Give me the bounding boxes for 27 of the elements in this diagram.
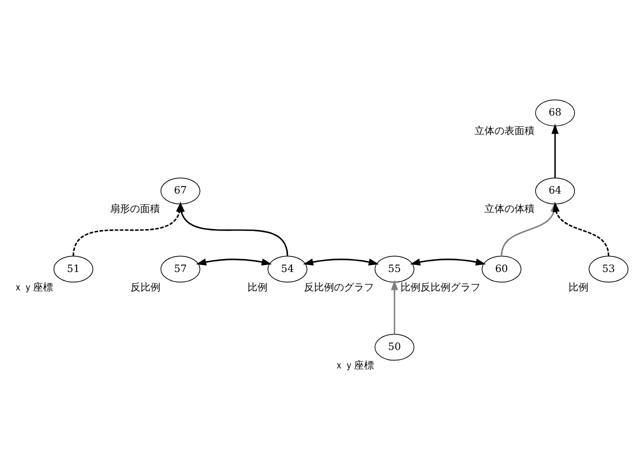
arrow [72,201,184,256]
node-label: 扇形の面積 [110,204,160,215]
node-ellipse: 53 [588,255,628,282]
node-label: 比例 [568,282,589,293]
node-ellipse: 67 [160,177,200,204]
node-ellipse: 57 [160,255,200,282]
arrow [390,279,398,334]
arrow [196,258,272,265]
node-ellipse: 55 [374,255,414,282]
node-label: ｘｙ座標 [12,282,53,293]
node-label: 立体の表面積 [474,126,534,137]
arrow [552,201,610,256]
node-ellipse: 64 [535,177,575,204]
node-ellipse: 54 [268,255,308,282]
node-label: 反比例 [130,282,160,293]
node-label: 立体の体積 [484,204,534,215]
node-label: 比例 [247,282,268,293]
node-label: 比例反比例グラフ [400,282,480,293]
arrow [410,258,486,265]
node-label: 反比例のグラフ [304,282,374,293]
node-ellipse: 51 [53,255,94,282]
node-ellipse: 68 [535,99,575,126]
node-label: ｘｙ座標 [334,360,374,371]
arrow [552,123,559,178]
node-ellipse: 60 [482,255,522,282]
node-ellipse: 50 [374,333,414,360]
arrow [303,258,379,265]
